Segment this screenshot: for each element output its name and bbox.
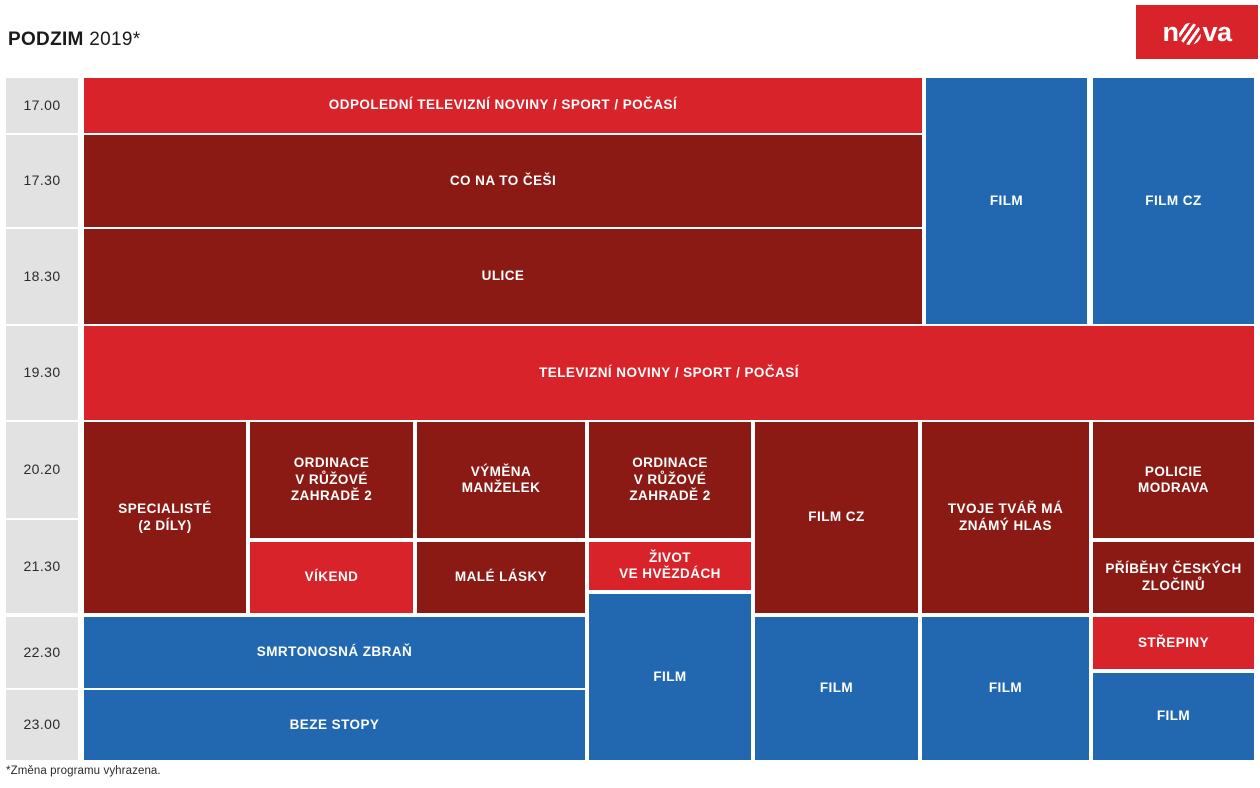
programme-strepiny[interactable]: STŘEPINY <box>1093 617 1254 669</box>
logo-sphere-icon <box>1179 23 1202 45</box>
programme-ordinace-v-ruzove-zahrade-2-b[interactable]: ORDINACE V RŮŽOVÉ ZAHRADĚ 2 <box>589 422 751 538</box>
programme-policie-modrava[interactable]: POLICIE MODRAVA <box>1093 422 1254 538</box>
programme-film-col6-late[interactable]: FILM <box>922 617 1089 760</box>
time-slot-22-30: 22.30 <box>6 617 78 688</box>
time-slot-18-30: 18.30 <box>6 229 78 324</box>
time-slot-23-00: 23.00 <box>6 690 78 760</box>
programme-film-col4-late[interactable]: FILM <box>589 594 751 760</box>
time-slot-17-00: 17.00 <box>6 78 78 133</box>
footnote-disclaimer: *Změna programu vyhrazena. <box>6 765 161 777</box>
nova-logo: n va <box>1136 5 1258 59</box>
programme-smrtonosna-zbran[interactable]: SMRTONOSNÁ ZBRAŇ <box>84 617 585 688</box>
programme-ordinace-v-ruzove-zahrade-2-a[interactable]: ORDINACE V RŮŽOVÉ ZAHRADĚ 2 <box>250 422 413 538</box>
time-slot-19-30: 19.30 <box>6 326 78 420</box>
programme-odpoledni-televizni-noviny[interactable]: ODPOLEDNÍ TELEVIZNÍ NOVINY / SPORT / POČ… <box>84 78 922 133</box>
programme-pribehy-ceskych-zlocinu[interactable]: PŘÍBĚHY ČESKÝCH ZLOČINŮ <box>1093 542 1254 613</box>
page-title-year: 2019* <box>83 29 141 50</box>
programme-specialiste[interactable]: SPECIALISTÉ (2 DÍLY) <box>84 422 246 613</box>
time-slot-21-30: 21.30 <box>6 520 78 613</box>
time-slot-20-20: 20.20 <box>6 422 78 518</box>
programme-beze-stopy[interactable]: BEZE STOPY <box>84 690 585 760</box>
page-title-season: PODZIM <box>8 29 84 50</box>
programme-film-col7-late[interactable]: FILM <box>1093 673 1254 760</box>
programme-male-lasky[interactable]: MALÉ LÁSKY <box>417 542 585 613</box>
programme-vymena-manzelek[interactable]: VÝMĚNA MANŽELEK <box>417 422 585 538</box>
programme-co-na-to-cesi[interactable]: CO NA TO ČEŠI <box>84 135 922 227</box>
nova-logo-wordmark: n va <box>1162 16 1232 47</box>
programme-vikend[interactable]: VÍKEND <box>250 542 413 613</box>
programme-film-col5-late[interactable]: FILM <box>755 617 918 760</box>
page-title: PODZIM 2019* <box>8 29 140 51</box>
programme-film-cz-prime-right[interactable]: FILM CZ <box>1093 78 1254 324</box>
programme-tvoje-tvar-ma-znamy-hlas[interactable]: TVOJE TVÁŘ MÁ ZNÁMÝ HLAS <box>922 422 1089 613</box>
programme-zivot-ve-hvezdach[interactable]: ŽIVOT VE HVĚZDÁCH <box>589 542 751 590</box>
programme-televizni-noviny[interactable]: TELEVIZNÍ NOVINY / SPORT / POČASÍ <box>84 326 1254 420</box>
programme-ulice[interactable]: ULICE <box>84 229 922 324</box>
logo-letters-va: va <box>1202 16 1232 47</box>
logo-letter-n: n <box>1162 16 1179 47</box>
programme-film-prime-left[interactable]: FILM <box>926 78 1087 324</box>
programme-film-cz-evening[interactable]: FILM CZ <box>755 422 918 613</box>
time-slot-17-30: 17.30 <box>6 135 78 227</box>
